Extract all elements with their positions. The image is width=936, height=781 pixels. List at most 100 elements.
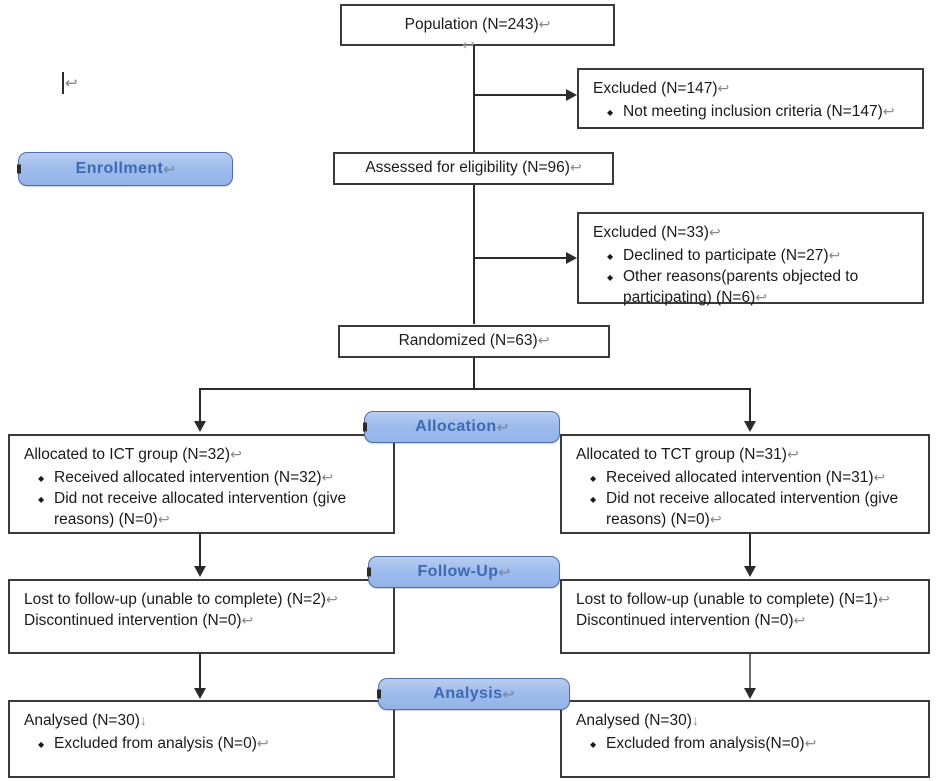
- badge-nub: [363, 422, 367, 432]
- bullet-text: Did not receive allocated intervention (…: [606, 490, 899, 528]
- node-excluded-1-title: Excluded (N=147): [593, 80, 718, 97]
- return-glyph: ↩: [804, 734, 817, 751]
- bullet-text: Excluded from analysis (N=0): [54, 734, 257, 752]
- connector-randomized-stem: [473, 357, 475, 389]
- connector-randomized-split: [199, 388, 751, 390]
- connector-to-excluded-1: [473, 94, 569, 96]
- list-item: Not meeting inclusion criteria (N=147)↩: [607, 102, 910, 123]
- bullet-text: Excluded from analysis(N=0): [606, 734, 805, 752]
- return-glyph: ↩: [325, 591, 338, 607]
- return-glyph: ↩: [65, 75, 78, 92]
- node-allocated-ict-title: Allocated to ICT group (N=32): [24, 446, 231, 463]
- return-glyph: ↩: [828, 246, 841, 263]
- node-allocated-tct-title: Allocated to TCT group (N=31): [576, 446, 787, 463]
- node-excluded-1[interactable]: Excluded (N=147)↩ Not meeting inclusion …: [577, 68, 924, 129]
- down-arrow-glyph: ↓: [691, 712, 699, 728]
- badge-nub: [377, 689, 381, 699]
- down-arrow-glyph: ↓: [139, 712, 147, 728]
- stage-badge-allocation-label: Allocation: [415, 418, 497, 435]
- stage-badge-allocation[interactable]: Allocation↩: [363, 411, 560, 443]
- stage-badge-enrollment[interactable]: Enrollment↩: [17, 152, 233, 186]
- list-item: Did not receive allocated intervention (…: [590, 489, 916, 530]
- node-allocated-ict-bullets: Received allocated intervention (N=32)↩ …: [24, 468, 381, 531]
- connector-alloc-to-followup-left: [199, 533, 201, 569]
- connector-population-to-assessed: [473, 45, 475, 160]
- node-randomized[interactable]: Randomized (N=63)↩: [338, 325, 610, 358]
- connector-assessed-to-randomized: [473, 184, 475, 324]
- node-analysed-tct-bullets: Excluded from analysis(N=0)↩: [576, 734, 916, 755]
- arrowhead-analysis-right: [744, 688, 756, 699]
- text-caret-artifact: ↩: [62, 72, 78, 94]
- return-glyph: ↩: [717, 80, 730, 96]
- node-analysed-ict-bullets: Excluded from analysis (N=0)↩: [24, 734, 381, 755]
- stage-badge-analysis[interactable]: Analysis↩: [377, 678, 570, 710]
- return-glyph: ↩: [877, 591, 890, 607]
- bullet-text: Received allocated intervention (N=31): [606, 468, 874, 486]
- node-excluded-2-bullets: Declined to participate (N=27)↩ Other re…: [593, 246, 910, 309]
- return-glyph: ↩: [157, 510, 170, 527]
- return-glyph: ↩: [708, 224, 721, 240]
- node-analysed-ict[interactable]: Analysed (N=30)↓ Excluded from analysis …: [8, 700, 395, 778]
- connector-followup-to-analysis-left: [199, 653, 201, 691]
- list-item: Excluded from analysis (N=0)↩: [38, 734, 381, 755]
- node-population[interactable]: Population (N=243)↩: [340, 4, 615, 46]
- arrowhead-to-excluded-2: [566, 252, 577, 264]
- stage-badge-followup-label: Follow-Up: [417, 563, 499, 580]
- node-excluded-2-title: Excluded (N=33): [593, 224, 709, 241]
- return-glyph: ↩: [321, 468, 334, 485]
- badge-nub: [367, 567, 371, 577]
- node-assessed-for-eligibility[interactable]: Assessed for eligibility (N=96)↩: [333, 152, 614, 185]
- node-allocated-tct[interactable]: Allocated to TCT group (N=31)↩ Received …: [560, 434, 930, 534]
- bullet-text: Other reasons(parents objected to partic…: [623, 268, 859, 306]
- node-randomized-label: Randomized (N=63): [398, 332, 538, 350]
- connector-alloc-to-followup-right: [749, 533, 751, 569]
- bullet-text: Received allocated intervention (N=32): [54, 468, 322, 486]
- return-glyph: ↩: [496, 418, 509, 435]
- arrowhead-allocation-left: [194, 421, 206, 432]
- list-item: Other reasons(parents objected to partic…: [607, 267, 910, 308]
- node-allocated-ict[interactable]: Allocated to ICT group (N=32)↩ Received …: [8, 434, 395, 534]
- return-glyph: ↩: [793, 611, 806, 628]
- node-followup-ict-line-2: Discontinued intervention (N=0): [24, 611, 242, 629]
- node-followup-ict[interactable]: Lost to follow-up (unable to complete) (…: [8, 579, 395, 654]
- return-glyph: ↩: [882, 102, 895, 119]
- stage-badge-enrollment-label: Enrollment: [75, 160, 164, 177]
- arrowhead-followup-right: [744, 566, 756, 577]
- stage-badge-analysis-label: Analysis: [433, 685, 503, 702]
- arrowhead-analysis-left: [194, 688, 206, 699]
- node-followup-tct[interactable]: Lost to follow-up (unable to complete) (…: [560, 579, 930, 654]
- node-population-label: Population (N=243): [404, 15, 539, 33]
- list-item: Declined to participate (N=27)↩: [607, 246, 910, 267]
- connector-to-excluded-2: [473, 257, 569, 259]
- node-followup-tct-line-2: Discontinued intervention (N=0): [576, 611, 794, 629]
- return-glyph: ↩: [163, 160, 176, 177]
- node-excluded-2[interactable]: Excluded (N=33)↩ Declined to participate…: [577, 212, 924, 306]
- return-mark-under-population: ↩: [462, 37, 475, 54]
- list-item: Received allocated intervention (N=31)↩: [590, 468, 916, 489]
- node-allocated-tct-bullets: Received allocated intervention (N=31)↩ …: [576, 468, 916, 531]
- stage-badge-followup[interactable]: Follow-Up↩: [367, 556, 560, 588]
- node-excluded-1-bullets: Not meeting inclusion criteria (N=147)↩: [593, 102, 910, 123]
- return-glyph: ↩: [709, 510, 722, 527]
- node-followup-ict-line-1: Lost to follow-up (unable to complete) (…: [24, 591, 326, 608]
- return-glyph: ↩: [537, 332, 550, 349]
- connector-split-right: [749, 388, 751, 424]
- node-analysed-tct[interactable]: Analysed (N=30)↓ Excluded from analysis(…: [560, 700, 930, 778]
- bullet-text: Declined to participate (N=27): [623, 246, 829, 264]
- node-analysed-tct-title: Analysed (N=30): [576, 712, 692, 729]
- list-item: Received allocated intervention (N=32)↩: [38, 468, 381, 489]
- connector-split-left: [199, 388, 201, 424]
- return-glyph: ↩: [256, 734, 269, 751]
- return-glyph: ↩: [786, 446, 799, 462]
- return-glyph: ↩: [538, 15, 551, 32]
- bullet-text: Not meeting inclusion criteria (N=147): [623, 102, 883, 120]
- node-assessed-label: Assessed for eligibility (N=96): [365, 159, 570, 177]
- bullet-text: Did not receive allocated intervention (…: [54, 490, 347, 528]
- return-glyph: ↩: [502, 685, 515, 702]
- node-followup-tct-line-1: Lost to follow-up (unable to complete) (…: [576, 591, 878, 608]
- return-glyph: ↩: [230, 446, 242, 462]
- connector-followup-to-analysis-right: [749, 653, 751, 691]
- arrowhead-followup-left: [194, 566, 206, 577]
- arrowhead-to-excluded-1: [566, 89, 577, 101]
